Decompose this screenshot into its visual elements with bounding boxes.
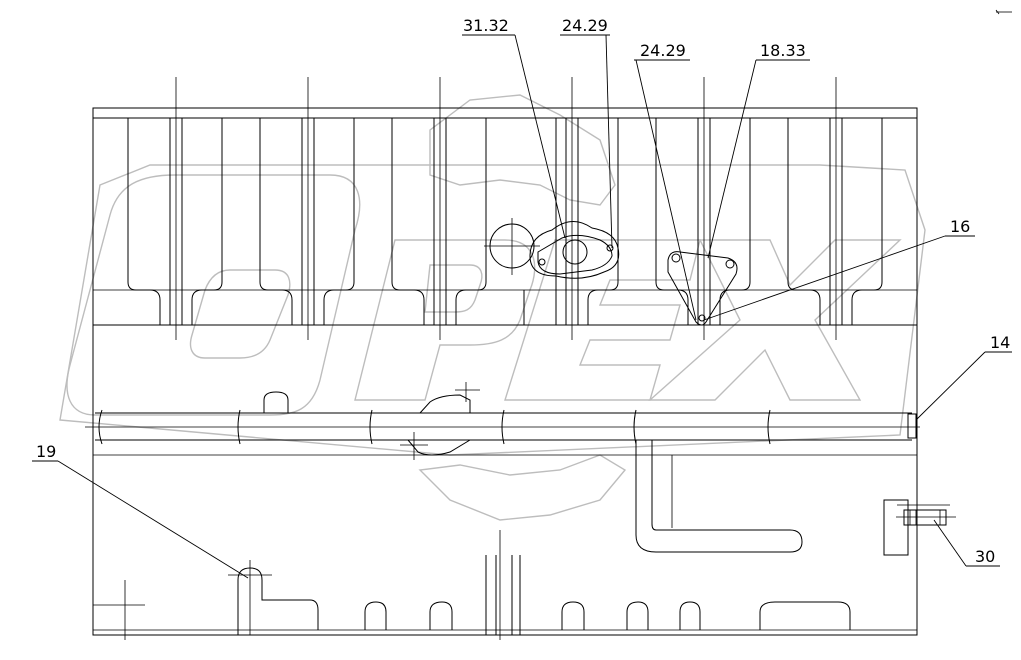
upper-ribs	[93, 118, 917, 325]
coolant-flange	[484, 218, 620, 279]
bottom-features	[93, 530, 851, 640]
callout-31-32: 31.32	[463, 16, 509, 35]
opex-watermark	[59, 94, 926, 521]
drain-plug	[896, 509, 956, 526]
cover-plate	[667, 251, 738, 326]
corner-mark	[995, 9, 1012, 15]
callouts: 31.32 24.29 24.29 18.33 16 14 19 30	[36, 16, 1010, 566]
callout-24-29-right: 24.29	[640, 41, 686, 60]
leader-lines	[32, 34, 1012, 579]
callout-30: 30	[975, 547, 995, 566]
block-body	[92, 107, 918, 636]
lower-passage	[635, 440, 950, 556]
oil-gallery	[85, 382, 920, 460]
cylinder-centerlines	[175, 77, 837, 340]
callout-24-29-top: 24.29	[562, 16, 608, 35]
callout-18-33: 18.33	[760, 41, 806, 60]
callout-19: 19	[36, 442, 56, 461]
callout-16: 16	[950, 217, 970, 236]
callout-14: 14	[990, 333, 1010, 352]
